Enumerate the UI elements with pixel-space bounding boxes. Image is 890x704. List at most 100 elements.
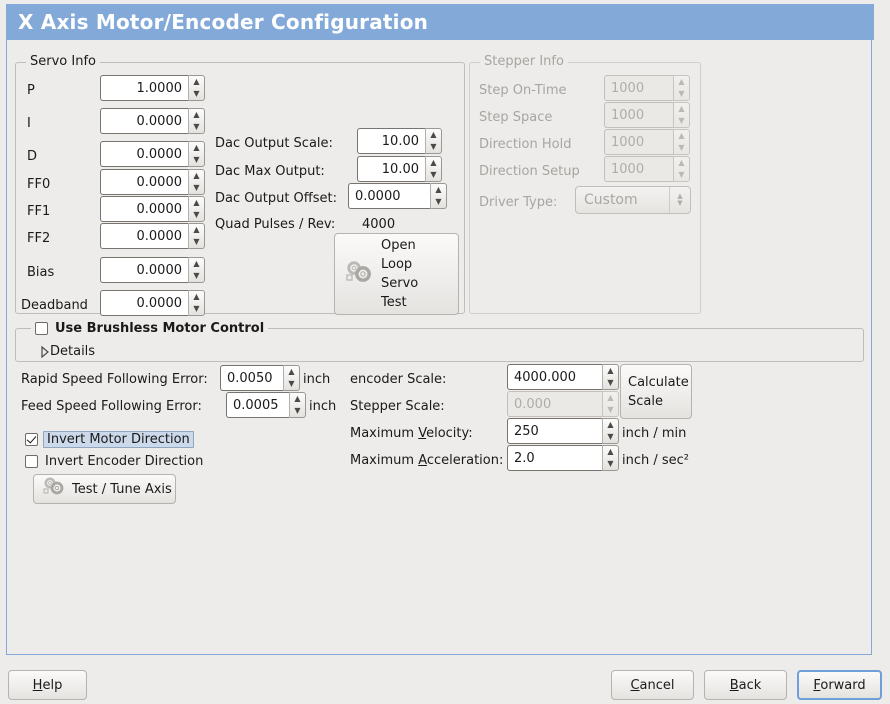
cancel-button[interactable]: Cancel (611, 670, 694, 700)
dac-max-output-value[interactable]: 10.00 (357, 156, 425, 182)
spinner-down-icon[interactable]: ▼ (193, 122, 200, 131)
dac-output-scale-spinner[interactable]: ▲ ▼ (425, 128, 442, 154)
maximum-acceleration-value[interactable]: 2.0 (507, 445, 602, 471)
invert-encoder-direction-checkbox[interactable]: Invert Encoder Direction (25, 454, 203, 469)
use-brushless-motor-control-checkbox[interactable]: Use Brushless Motor Control (31, 321, 269, 336)
servo-input-deadband-value[interactable]: 0.0000 (100, 290, 188, 316)
servo-input-i[interactable]: 0.0000 ▲ ▼ (100, 108, 205, 134)
spinner-up-icon[interactable]: ▲ (607, 420, 614, 429)
spinner-down-icon[interactable]: ▼ (435, 197, 442, 206)
rapid-speed-following-error-spinner[interactable]: ▲ ▼ (283, 365, 300, 391)
spinner-up-icon[interactable]: ▲ (430, 130, 437, 139)
spinner-up-icon[interactable]: ▲ (193, 171, 200, 180)
spinner-down-icon[interactable]: ▼ (193, 183, 200, 192)
servo-input-d-value[interactable]: 0.0000 (100, 141, 188, 167)
dac-output-scale-value[interactable]: 10.00 (357, 128, 425, 154)
details-expander[interactable]: Details (32, 344, 95, 359)
rapid-speed-following-error-value[interactable]: 0.0050 (220, 365, 283, 391)
dac-output-offset-value[interactable]: 0.0000 (348, 183, 430, 209)
spinner-up-icon[interactable]: ▲ (193, 225, 200, 234)
spinner-down-icon[interactable]: ▼ (193, 271, 200, 280)
spinner-down-icon[interactable]: ▼ (607, 378, 614, 387)
servo-input-deadband-spinner[interactable]: ▲ ▼ (188, 290, 205, 316)
invert-motor-direction-checkbox[interactable]: Invert Motor Direction (25, 431, 194, 448)
back-button[interactable]: Back (704, 670, 787, 700)
feed-speed-following-error-value[interactable]: 0.0005 (226, 392, 289, 418)
feed-speed-following-error-spinner[interactable]: ▲ ▼ (289, 392, 306, 418)
dac-max-output-spinner[interactable]: ▲ ▼ (425, 156, 442, 182)
maximum-velocity-input[interactable]: 250 ▲ ▼ (507, 418, 619, 444)
servo-input-ff2[interactable]: 0.0000 ▲ ▼ (100, 223, 205, 249)
servo-input-deadband[interactable]: 0.0000 ▲ ▼ (100, 290, 205, 316)
servo-input-ff1[interactable]: 0.0000 ▲ ▼ (100, 196, 205, 222)
encoder-scale-value[interactable]: 4000.000 (507, 364, 602, 390)
servo-input-d[interactable]: 0.0000 ▲ ▼ (100, 141, 205, 167)
servo-input-d-spinner[interactable]: ▲ ▼ (188, 141, 205, 167)
servo-input-bias-spinner[interactable]: ▲ ▼ (188, 257, 205, 283)
help-button[interactable]: Help (8, 670, 87, 700)
spinner-up-icon[interactable]: ▲ (193, 198, 200, 207)
calculate-scale-button[interactable]: Calculate Scale (620, 364, 692, 419)
encoder-scale-input[interactable]: 4000.000 ▲ ▼ (507, 364, 619, 390)
servo-input-p[interactable]: 1.0000 ▲ ▼ (100, 75, 205, 101)
spinner-up-icon[interactable]: ▲ (193, 110, 200, 119)
dac-output-scale-input[interactable]: 10.00 ▲ ▼ (357, 128, 442, 154)
servo-input-i-spinner[interactable]: ▲ ▼ (188, 108, 205, 134)
servo-input-ff2-spinner[interactable]: ▲ ▼ (188, 223, 205, 249)
servo-label-bias: Bias (27, 265, 55, 280)
spinner-down-icon[interactable]: ▼ (193, 89, 200, 98)
spinner-up-icon[interactable]: ▲ (294, 394, 301, 403)
servo-input-p-spinner[interactable]: ▲ ▼ (188, 75, 205, 101)
spinner-down-icon[interactable]: ▼ (288, 379, 295, 388)
dac-output-scale-label: Dac Output Scale: (215, 136, 333, 151)
servo-input-p-value[interactable]: 1.0000 (100, 75, 188, 101)
spinner-up-icon[interactable]: ▲ (193, 143, 200, 152)
servo-input-ff1-spinner[interactable]: ▲ ▼ (188, 196, 205, 222)
spinner-up-icon[interactable]: ▲ (193, 77, 200, 86)
maximum-acceleration-spinner[interactable]: ▲ ▼ (602, 445, 619, 471)
checkbox-box[interactable] (25, 433, 38, 446)
spinner-up-icon[interactable]: ▲ (193, 259, 200, 268)
page-title: X Axis Motor/Encoder Configuration (18, 10, 429, 34)
spinner-down-icon[interactable]: ▼ (607, 459, 614, 468)
maximum-velocity-value[interactable]: 250 (507, 418, 602, 444)
rapid-speed-following-error-input[interactable]: 0.0050 ▲ ▼ (220, 365, 300, 391)
feed-speed-following-error-input[interactable]: 0.0005 ▲ ▼ (226, 392, 306, 418)
spinner-up-icon[interactable]: ▲ (193, 292, 200, 301)
maximum-acceleration-label: Maximum Acceleration: (350, 453, 504, 468)
checkbox-box[interactable] (35, 322, 48, 335)
spinner-down-icon[interactable]: ▼ (193, 155, 200, 164)
spinner-up-icon[interactable]: ▲ (430, 158, 437, 167)
encoder-scale-spinner[interactable]: ▲ ▼ (602, 364, 619, 390)
spinner-up-icon[interactable]: ▲ (607, 447, 614, 456)
servo-input-bias-value[interactable]: 0.0000 (100, 257, 188, 283)
spinner-down-icon[interactable]: ▼ (193, 304, 200, 313)
servo-input-ff2-value[interactable]: 0.0000 (100, 223, 188, 249)
spinner-down-icon[interactable]: ▼ (193, 210, 200, 219)
spinner-down-icon[interactable]: ▼ (294, 406, 301, 415)
open-loop-servo-test-button[interactable]: Open Loop Servo Test (334, 233, 459, 315)
servo-input-ff1-value[interactable]: 0.0000 (100, 196, 188, 222)
spinner-up-icon[interactable]: ▲ (607, 366, 614, 375)
spinner-down-icon[interactable]: ▼ (193, 237, 200, 246)
spinner-up-icon[interactable]: ▲ (435, 185, 442, 194)
servo-label-ff1: FF1 (27, 204, 51, 219)
checkbox-box[interactable] (25, 455, 38, 468)
chevron-right-icon[interactable] (32, 345, 49, 358)
test-tune-axis-button[interactable]: Test / Tune Axis (33, 474, 176, 504)
spinner-down-icon[interactable]: ▼ (430, 170, 437, 179)
dac-output-offset-spinner[interactable]: ▲ ▼ (430, 183, 447, 209)
servo-input-ff0[interactable]: 0.0000 ▲ ▼ (100, 169, 205, 195)
maximum-velocity-spinner[interactable]: ▲ ▼ (602, 418, 619, 444)
servo-input-i-value[interactable]: 0.0000 (100, 108, 188, 134)
dac-max-output-input[interactable]: 10.00 ▲ ▼ (357, 156, 442, 182)
forward-button[interactable]: Forward (797, 670, 882, 700)
servo-input-ff0-value[interactable]: 0.0000 (100, 169, 188, 195)
servo-input-bias[interactable]: 0.0000 ▲ ▼ (100, 257, 205, 283)
spinner-down-icon[interactable]: ▼ (430, 142, 437, 151)
servo-input-ff0-spinner[interactable]: ▲ ▼ (188, 169, 205, 195)
maximum-acceleration-input[interactable]: 2.0 ▲ ▼ (507, 445, 619, 471)
dac-output-offset-input[interactable]: 0.0000 ▲ ▼ (348, 183, 447, 209)
spinner-down-icon[interactable]: ▼ (607, 432, 614, 441)
spinner-up-icon[interactable]: ▲ (288, 367, 295, 376)
